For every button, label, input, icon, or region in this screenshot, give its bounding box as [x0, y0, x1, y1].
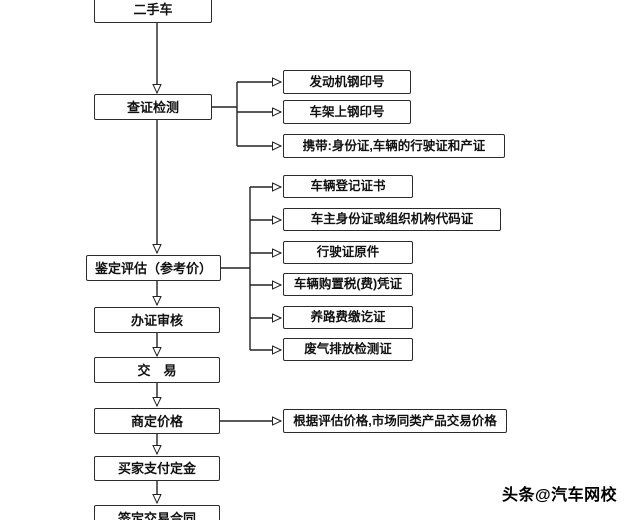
branch-registration-cert: 车辆登记证书: [283, 175, 413, 198]
watermark-text: 头条@汽车网校: [502, 487, 618, 504]
branch-carry-documents: 携带:身份证,车辆的行驶证和产证: [283, 134, 505, 158]
branch-engine-stamp-number: 发动机钢印号: [283, 70, 411, 94]
flow-step-transaction: 交 易: [94, 357, 220, 383]
branch-purchase-tax-voucher: 车辆购置税(费)凭证: [283, 273, 413, 296]
price-basis-note: 根据评估价格,市场同类产品交易价格: [283, 409, 507, 433]
inspection-branch-connectors: [212, 82, 281, 146]
flow-step-cert-review: 办证审核: [94, 307, 220, 333]
evaluation-branch-connectors: [221, 187, 281, 350]
flow-step-used-car: 二手车: [94, 0, 212, 23]
branch-emission-test-cert: 废气排放检测证: [283, 338, 413, 361]
branch-driving-license: 行驶证原件: [283, 241, 413, 264]
flow-step-agree-price: 商定价格: [94, 408, 220, 434]
flow-step-evaluation: 鉴定评估（参考价）: [86, 255, 221, 281]
branch-road-fee-cert: 养路费缴讫证: [283, 306, 413, 329]
flow-step-pay-deposit: 买家支付定金: [94, 456, 220, 481]
flow-step-verification: 查证检测: [94, 94, 212, 120]
branch-owner-id-org-code: 车主身份证或组织机构代码证: [283, 208, 501, 231]
branch-frame-stamp-number: 车架上钢印号: [283, 100, 411, 124]
flow-step-sign-contract: 签定交易合同: [94, 505, 220, 520]
